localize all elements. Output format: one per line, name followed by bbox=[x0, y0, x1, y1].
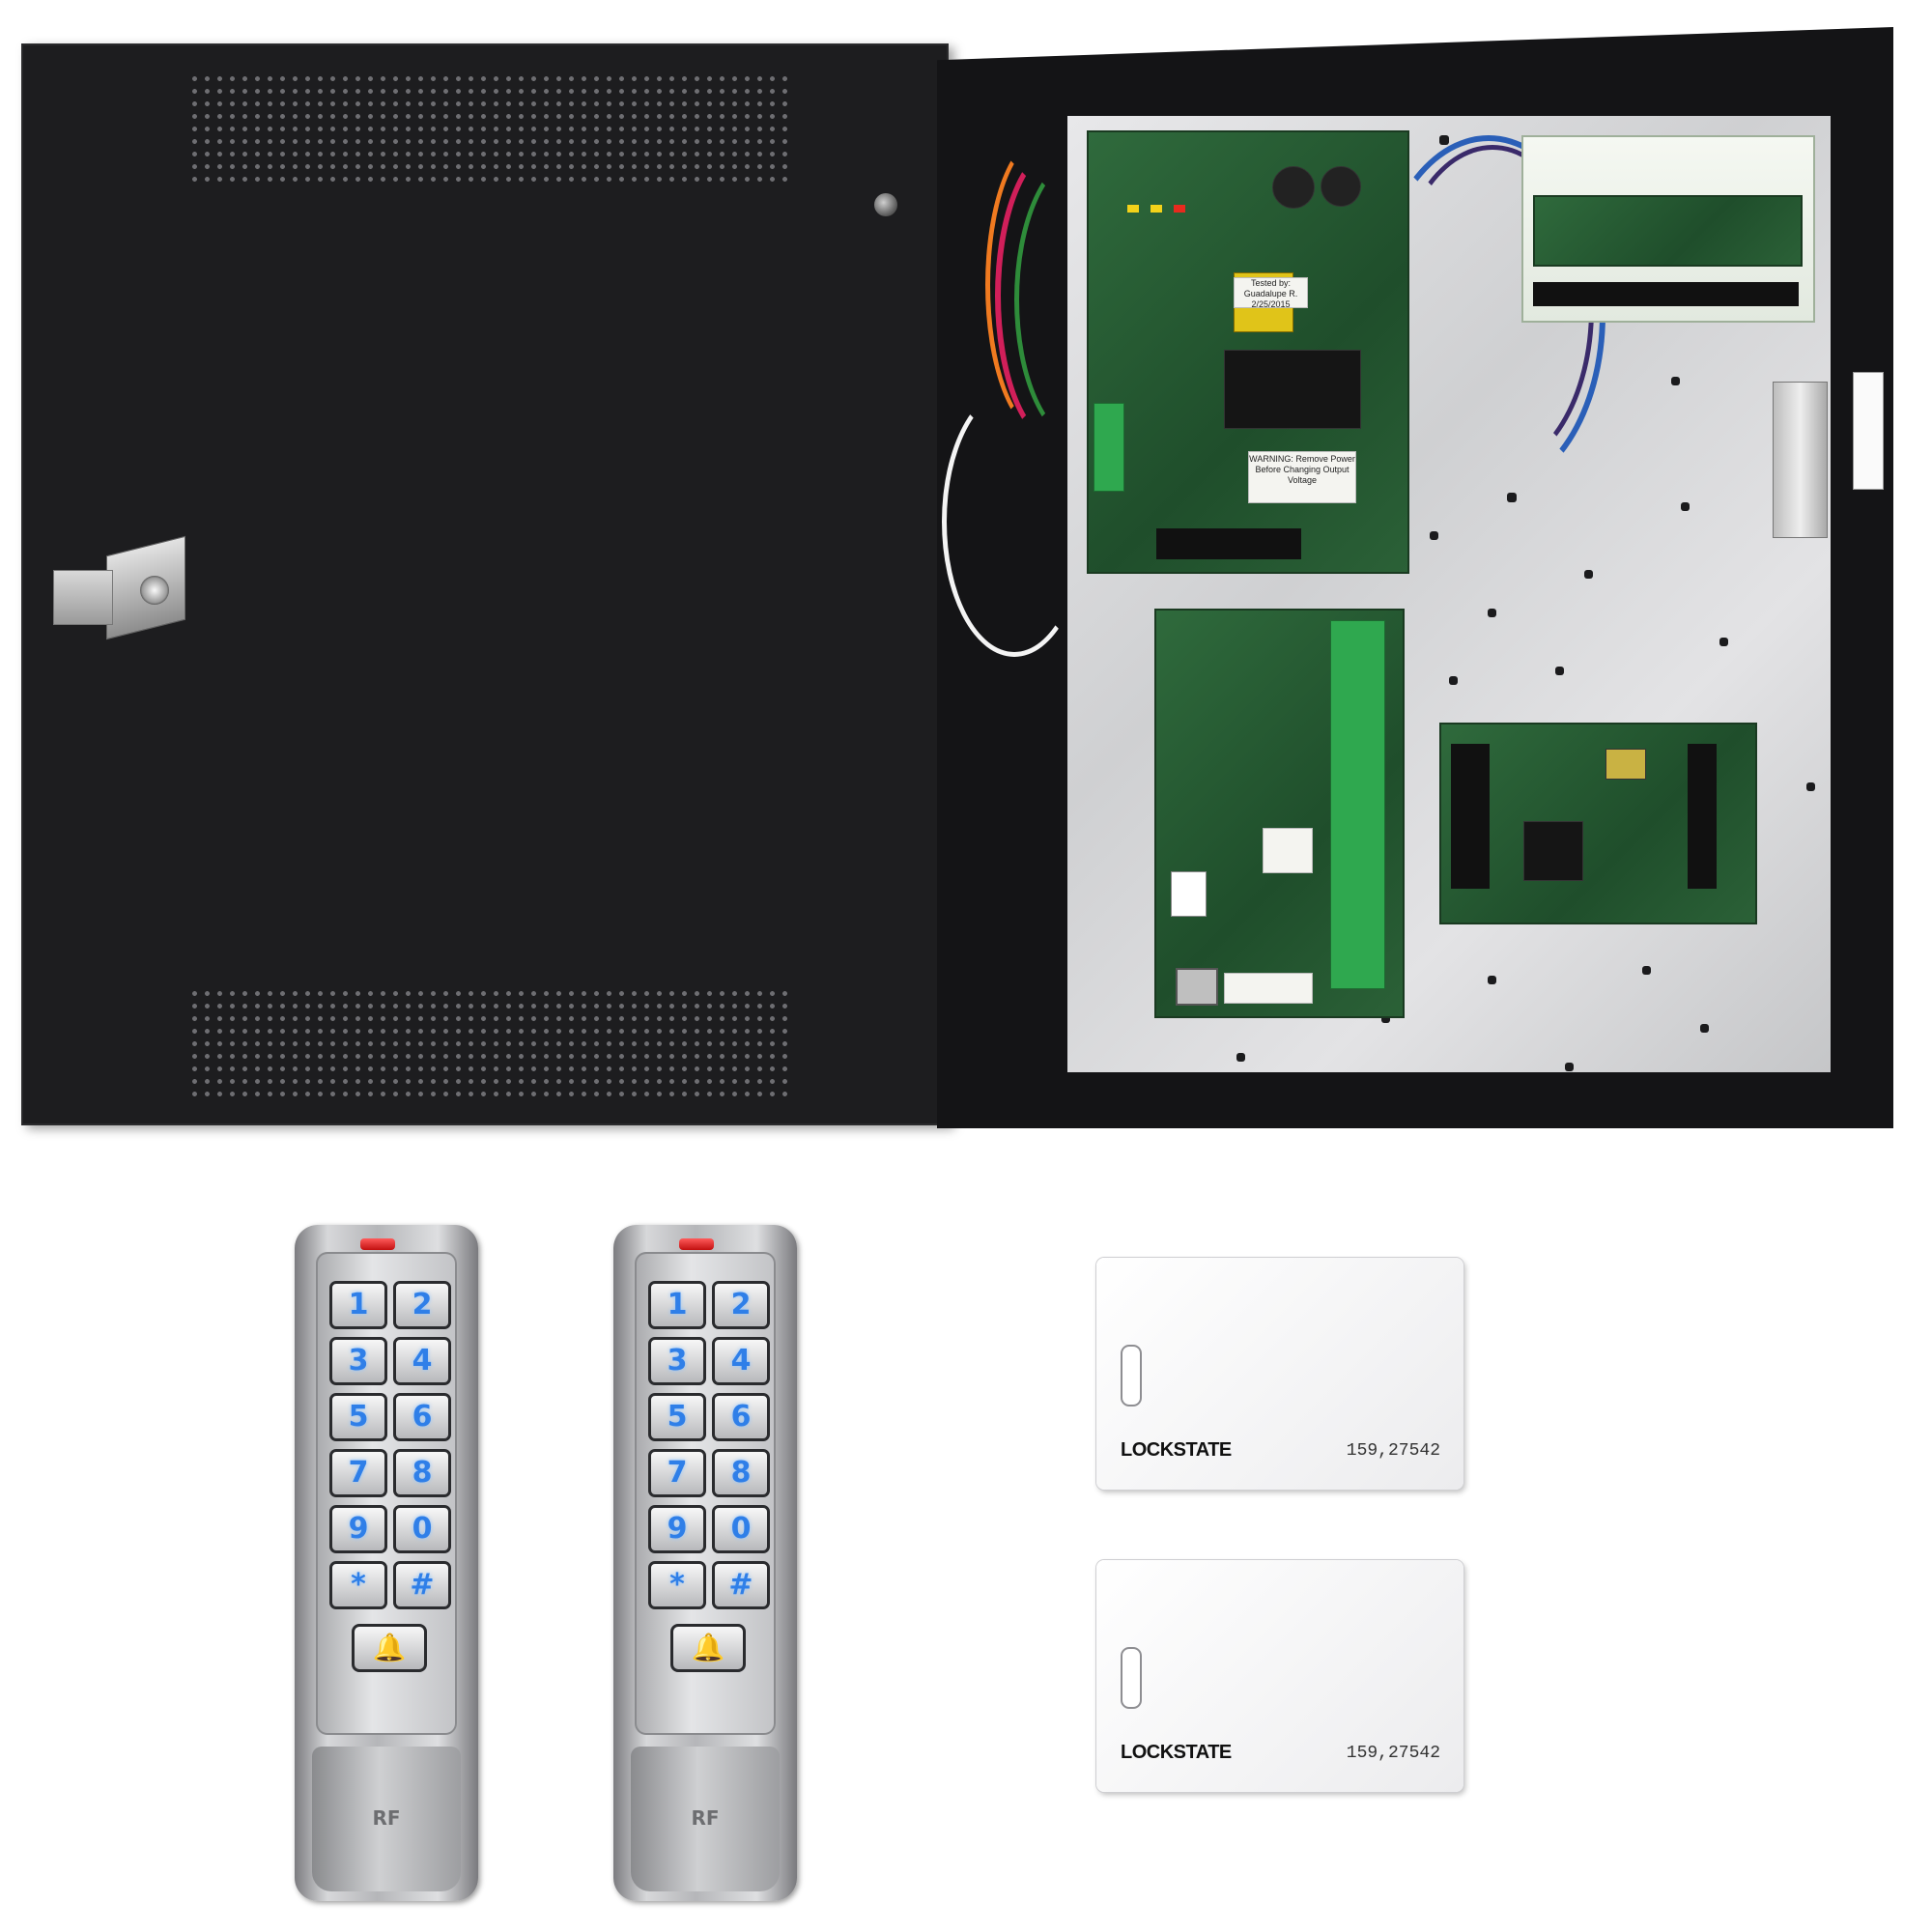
rf-label: RF bbox=[372, 1806, 401, 1830]
card-number: 159,27542 bbox=[1346, 1441, 1440, 1461]
card-brand: LOCKSTATE bbox=[1121, 1439, 1232, 1461]
card-brand: LOCKSTATE bbox=[1121, 1742, 1232, 1763]
rf-label: RF bbox=[691, 1806, 720, 1830]
relay-board bbox=[1521, 135, 1815, 323]
capacitor bbox=[1272, 166, 1315, 209]
key-7[interactable]: 7 bbox=[329, 1449, 387, 1497]
white-wire bbox=[942, 386, 1087, 657]
card-slot bbox=[1121, 1647, 1142, 1709]
key-2[interactable]: 2 bbox=[393, 1281, 451, 1329]
card-slot bbox=[1121, 1345, 1142, 1406]
key-0[interactable]: 0 bbox=[393, 1505, 451, 1553]
ethernet-port[interactable] bbox=[1176, 968, 1218, 1006]
key-4[interactable]: 4 bbox=[712, 1337, 770, 1385]
capacitor bbox=[1321, 166, 1361, 207]
reader-interface-board bbox=[1439, 723, 1757, 924]
status-leds bbox=[1127, 205, 1185, 213]
tested-label: Tested by: Guadalupe R. 2/25/2015 bbox=[1234, 277, 1308, 309]
lock-keyhole-icon[interactable] bbox=[140, 576, 169, 605]
keypad-face: 1 2 3 4 5 6 7 8 9 0 * # 🔔 bbox=[316, 1252, 457, 1735]
key-star[interactable]: * bbox=[329, 1561, 387, 1609]
door-vent-bottom bbox=[188, 987, 792, 1103]
key-6[interactable]: 6 bbox=[712, 1393, 770, 1441]
card-number: 159,27542 bbox=[1346, 1744, 1440, 1763]
doorbell-key-icon[interactable]: 🔔 bbox=[352, 1624, 427, 1672]
controller-terminals[interactable] bbox=[1330, 620, 1385, 989]
rf-reader-area[interactable]: RF bbox=[312, 1747, 461, 1891]
controller-label bbox=[1263, 828, 1313, 873]
relay-terminals[interactable] bbox=[1533, 282, 1799, 306]
proximity-card-1[interactable]: LOCKSTATE 159,27542 bbox=[1096, 1258, 1463, 1490]
tamper-switch-bracket bbox=[1773, 382, 1828, 538]
relay bbox=[1605, 749, 1646, 780]
orange-wire bbox=[985, 135, 1101, 435]
key-0[interactable]: 0 bbox=[712, 1505, 770, 1553]
output-terminals[interactable] bbox=[1156, 528, 1301, 559]
warning-label: WARNING: Remove Power Before Changing Ou… bbox=[1248, 451, 1356, 503]
door-screw bbox=[874, 193, 897, 216]
key-3[interactable]: 3 bbox=[329, 1337, 387, 1385]
key-hash[interactable]: # bbox=[393, 1561, 451, 1609]
keypad-led bbox=[679, 1238, 714, 1250]
key-8[interactable]: 8 bbox=[393, 1449, 451, 1497]
heatsink bbox=[1224, 350, 1361, 429]
door-vent-top bbox=[188, 72, 792, 184]
key-9[interactable]: 9 bbox=[648, 1505, 706, 1553]
rf-reader-area[interactable]: RF bbox=[631, 1747, 780, 1891]
keypad-led bbox=[360, 1238, 395, 1250]
access-controller-board bbox=[1154, 609, 1405, 1018]
key-5[interactable]: 5 bbox=[648, 1393, 706, 1441]
keypad-reader-2[interactable]: 1 2 3 4 5 6 7 8 9 0 * # 🔔 RF bbox=[613, 1225, 797, 1901]
microcontroller-chip bbox=[1523, 821, 1583, 881]
brand-logo bbox=[1171, 871, 1207, 917]
mac-label bbox=[1224, 973, 1313, 1004]
key-8[interactable]: 8 bbox=[712, 1449, 770, 1497]
keypad-face: 1 2 3 4 5 6 7 8 9 0 * # 🔔 bbox=[635, 1252, 776, 1735]
key-6[interactable]: 6 bbox=[393, 1393, 451, 1441]
key-1[interactable]: 1 bbox=[329, 1281, 387, 1329]
door-latch[interactable] bbox=[53, 570, 113, 625]
key-3[interactable]: 3 bbox=[648, 1337, 706, 1385]
relay-pcb bbox=[1533, 195, 1803, 267]
key-7[interactable]: 7 bbox=[648, 1449, 706, 1497]
reader-terminals-right[interactable] bbox=[1688, 744, 1717, 889]
keypad-reader-1[interactable]: 1 2 3 4 5 6 7 8 9 0 * # 🔔 RF bbox=[295, 1225, 478, 1901]
power-supply-board: Tested by: Guadalupe R. 2/25/2015 WARNIN… bbox=[1087, 130, 1409, 574]
reader-terminals-left[interactable] bbox=[1451, 744, 1490, 889]
key-hash[interactable]: # bbox=[712, 1561, 770, 1609]
cabinet-warning-sticker bbox=[1853, 372, 1884, 490]
key-5[interactable]: 5 bbox=[329, 1393, 387, 1441]
key-9[interactable]: 9 bbox=[329, 1505, 387, 1553]
terminal-block[interactable] bbox=[1094, 403, 1124, 492]
key-4[interactable]: 4 bbox=[393, 1337, 451, 1385]
doorbell-key-icon[interactable]: 🔔 bbox=[670, 1624, 746, 1672]
key-2[interactable]: 2 bbox=[712, 1281, 770, 1329]
key-1[interactable]: 1 bbox=[648, 1281, 706, 1329]
key-star[interactable]: * bbox=[648, 1561, 706, 1609]
proximity-card-2[interactable]: LOCKSTATE 159,27542 bbox=[1096, 1560, 1463, 1792]
